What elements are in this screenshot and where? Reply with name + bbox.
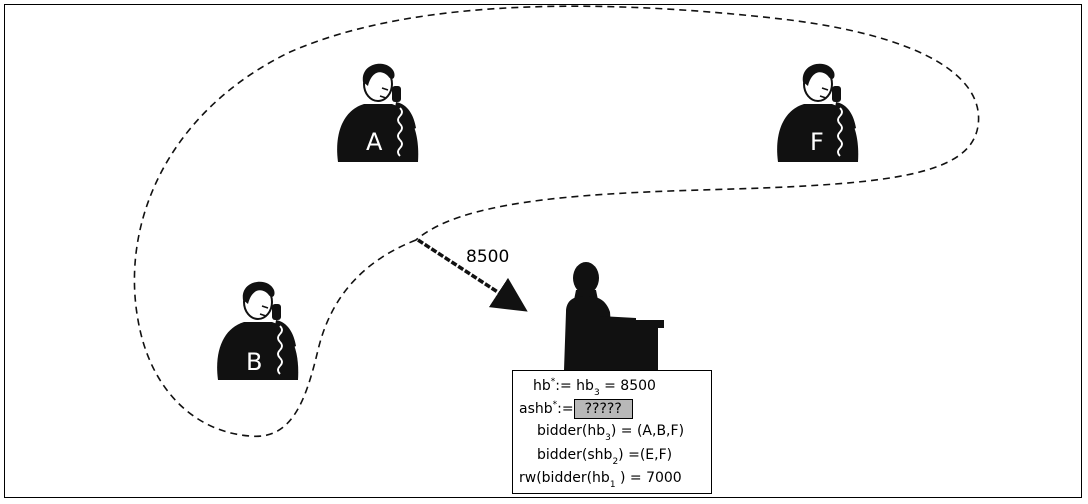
bidder-a-letter: A xyxy=(366,128,383,156)
panel-line-hb: hb*:= hb3 = 8500 xyxy=(533,377,656,398)
panel-line-ashb: ashb*:=????? xyxy=(519,399,633,419)
bidder-a-figure: A xyxy=(337,64,418,162)
bidder-f-letter: F xyxy=(810,128,824,156)
auction-state-panel: hb*:= hb3 = 8500 ashb*:=????? bidder(hb3… xyxy=(512,370,712,494)
bidder-b-figure: B xyxy=(217,282,298,380)
panel-line-bidder-hb: bidder(hb3) = (A,B,F) xyxy=(537,423,684,443)
unknown-value-box: ????? xyxy=(574,399,633,419)
bidder-b-letter: B xyxy=(246,348,262,376)
auctioneer-figure xyxy=(564,262,664,370)
panel-line-bidder-shb: bidder(shb2) =(E,F) xyxy=(537,447,672,467)
bidder-f-figure: F xyxy=(777,64,858,162)
bid-amount-label: 8500 xyxy=(466,247,509,267)
panel-line-rw: rw(bidder(hb1 ) = 7000 xyxy=(519,470,682,490)
